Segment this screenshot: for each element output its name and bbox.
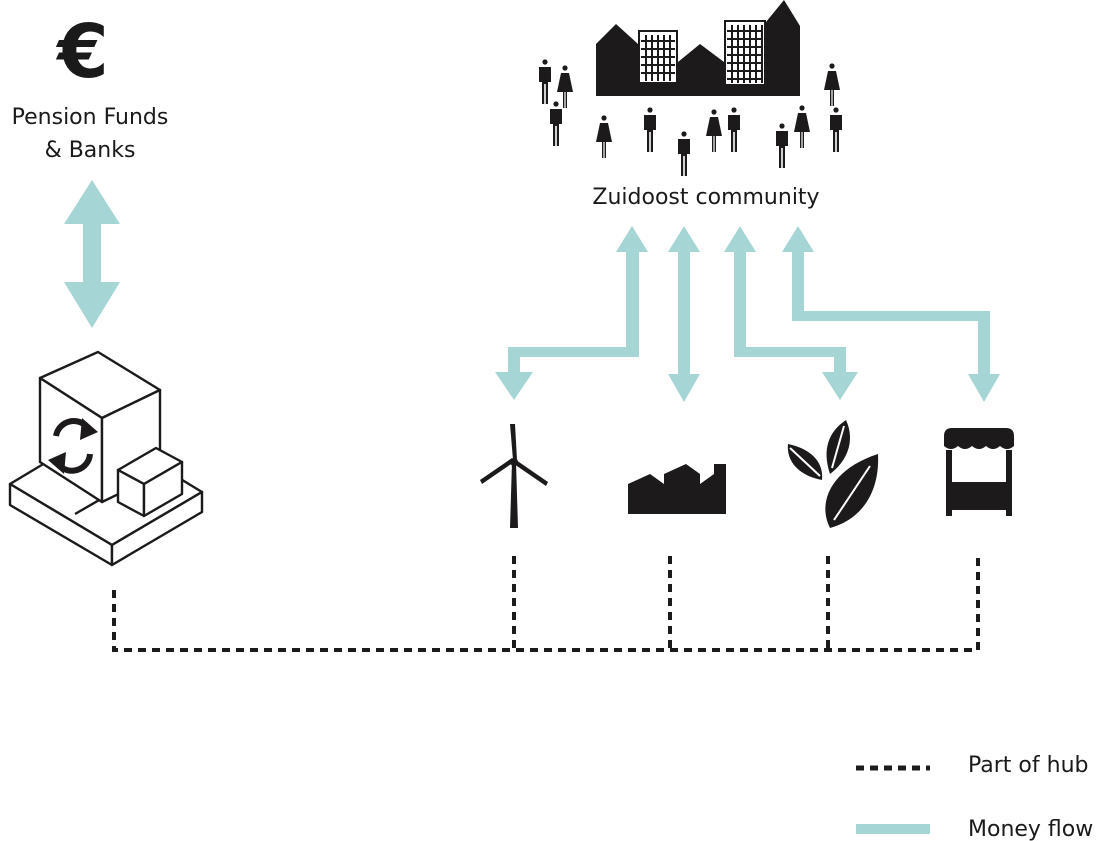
wind-turbine-icon <box>480 424 548 528</box>
person-icon <box>776 123 788 168</box>
euro-icon: € <box>55 9 109 95</box>
person-icon <box>550 101 562 146</box>
community-label: Zuidoost community <box>592 185 819 210</box>
legend-label-hub: Part of hub <box>968 753 1088 778</box>
person-icon <box>824 63 840 106</box>
money-flow-arrows <box>495 226 1000 402</box>
legend-flow-swatch <box>856 824 930 834</box>
legend: Part of hub Money flow <box>856 753 1093 841</box>
funds-label-line2: & Banks <box>45 138 136 163</box>
flow-arrow-market <box>782 226 1000 402</box>
person-icon <box>678 131 690 176</box>
currency-symbol: € <box>55 9 109 95</box>
windows-grid <box>641 25 763 83</box>
hub-building-icon <box>8 350 204 567</box>
person-icon <box>830 107 842 152</box>
person-icon <box>706 109 722 152</box>
refresh-icon <box>48 418 98 474</box>
flow-arrow-factory <box>668 226 700 402</box>
flow-arrow-wind <box>495 226 648 400</box>
person-icon <box>596 115 612 158</box>
city-skyline-icon <box>596 0 800 96</box>
legend-label-flow: Money flow <box>968 817 1093 841</box>
factory-icon <box>628 464 726 514</box>
leaves-icon <box>787 420 879 528</box>
funds-label-line1: Pension Funds <box>12 105 169 130</box>
person-icon <box>728 107 740 152</box>
market-stall-icon <box>944 428 1014 516</box>
people-icons <box>539 59 842 176</box>
person-icon <box>557 65 573 108</box>
funds-money-flow-arrow <box>64 180 120 328</box>
hub-connection-lines <box>112 552 980 652</box>
person-icon <box>644 107 656 152</box>
person-icon <box>539 59 551 104</box>
person-icon <box>794 105 810 148</box>
flow-arrow-leaves <box>724 226 858 400</box>
